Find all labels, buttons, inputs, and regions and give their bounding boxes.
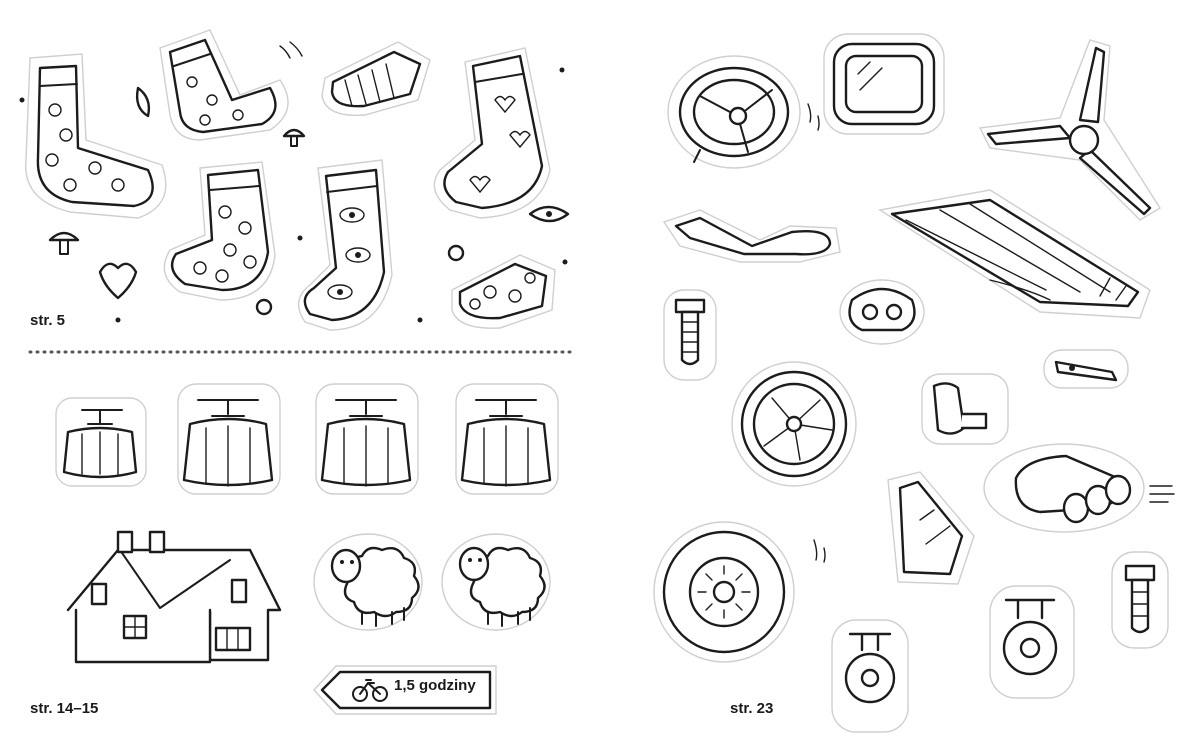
caster-wheel[interactable] xyxy=(989,585,1075,699)
page-label-5: str. 5 xyxy=(30,312,66,329)
steering-wheel[interactable] xyxy=(667,55,801,169)
bolt-small[interactable] xyxy=(1111,551,1169,649)
sock-apples[interactable] xyxy=(25,53,167,219)
heart-decoration xyxy=(98,262,138,300)
side-window[interactable] xyxy=(887,471,975,585)
motion-lines xyxy=(279,41,1175,563)
gondola-large[interactable] xyxy=(315,383,419,495)
bolt[interactable] xyxy=(663,289,717,381)
door-handle[interactable] xyxy=(1043,349,1129,389)
dot-decoration xyxy=(19,67,568,323)
sock-polka-dots[interactable] xyxy=(163,161,276,301)
gondola-large[interactable] xyxy=(177,383,281,495)
leaf-decoration xyxy=(135,86,570,223)
page-label-23: str. 23 xyxy=(730,700,774,717)
side-mirror[interactable] xyxy=(921,373,1009,445)
gear-lever[interactable] xyxy=(662,209,841,263)
exhaust-pipes[interactable] xyxy=(983,443,1145,533)
sock-flowers[interactable] xyxy=(451,254,556,329)
page-label-14-15: str. 14–15 xyxy=(30,700,99,717)
wheel[interactable] xyxy=(653,521,795,663)
wing[interactable] xyxy=(878,189,1151,319)
sock-hearts[interactable] xyxy=(433,47,551,219)
mushroom-decoration xyxy=(48,128,306,255)
sheep[interactable] xyxy=(441,533,551,631)
fan-rim[interactable] xyxy=(731,361,857,487)
sock-striped[interactable] xyxy=(321,41,431,117)
bicycle-icon xyxy=(352,679,388,702)
sock-mushrooms[interactable] xyxy=(159,29,289,141)
route-sign-text: 1,5 godziny xyxy=(394,677,476,694)
gondola-large[interactable] xyxy=(455,383,559,495)
sheep[interactable] xyxy=(313,533,423,631)
caster-wheel[interactable] xyxy=(831,619,909,733)
sock-eyes[interactable] xyxy=(297,159,393,331)
route-sign[interactable] xyxy=(313,665,497,715)
gondola-small[interactable] xyxy=(55,397,147,487)
propeller[interactable] xyxy=(978,39,1161,221)
house[interactable] xyxy=(66,530,282,664)
tail-light[interactable] xyxy=(839,279,925,345)
mirror-rectangular[interactable] xyxy=(823,33,945,135)
